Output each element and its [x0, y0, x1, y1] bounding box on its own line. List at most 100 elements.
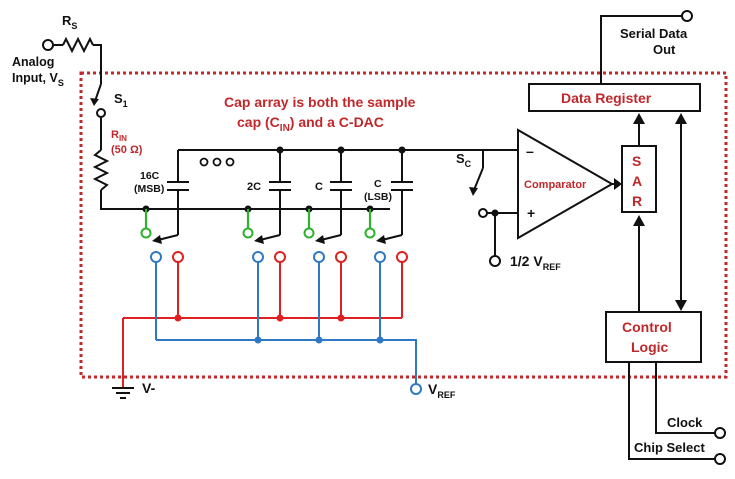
comparator-minus: –	[526, 143, 534, 159]
chip-select-label: Chip Select	[634, 440, 705, 455]
sc-blade	[473, 167, 484, 191]
rin-label: RIN	[111, 129, 127, 143]
chip-boundary	[79, 71, 728, 379]
control-logic-label: Control	[622, 319, 672, 335]
sc-contact	[478, 208, 488, 218]
data-register-block: Data Register Serial Data Out	[528, 10, 701, 311]
serial-out-wire	[600, 15, 682, 84]
comparator-plus: +	[527, 205, 535, 221]
analog-input-terminal	[42, 39, 54, 51]
sc-arrow	[469, 187, 478, 196]
blue-junction-2c	[254, 336, 262, 344]
cap-array-note-line2: cap (CIN) and a C-DAC	[237, 114, 384, 134]
vminus-bus: V-	[112, 251, 408, 399]
dot-right	[225, 157, 235, 167]
analog-input-label: Analog	[12, 55, 54, 69]
analog-input-section: RS Analog Input, VS S1 RIN (50 Ω)	[12, 13, 390, 210]
blue-junction-lsb	[376, 336, 384, 344]
switch-c-contact	[303, 227, 315, 239]
blue-terminal-16c	[150, 251, 162, 263]
blade-c-arrow	[315, 235, 325, 244]
bottom-plate-switches	[140, 209, 403, 244]
comp-to-sar-arrow	[614, 178, 622, 190]
sc-label: SC	[456, 151, 472, 169]
dot-mid	[212, 157, 222, 167]
red-terminal-16c	[172, 251, 184, 263]
red-terminal-lsb	[396, 251, 408, 263]
clock-wire	[655, 362, 715, 434]
clock-label: Clock	[667, 415, 703, 430]
sar-box	[621, 145, 657, 213]
serial-out-label-2: Out	[653, 42, 676, 57]
data-register-label: Data Register	[561, 90, 652, 106]
control-to-sar-arrow	[633, 215, 645, 226]
half-vref-label: 1/2 VREF	[510, 253, 561, 272]
serial-out-label: Serial Data	[620, 26, 688, 41]
bidir-arrow-bottom	[675, 300, 687, 311]
junction-top-c	[337, 146, 345, 154]
blade-2c-arrow	[254, 235, 264, 244]
s1-contact	[96, 108, 106, 118]
s1-label: S1	[114, 91, 128, 109]
vref-label: VREF	[428, 381, 456, 400]
red-terminal-2c	[274, 251, 286, 263]
switch-lsb-contact	[364, 227, 376, 239]
control-logic-block: Control Logic Clock Chip Select	[605, 311, 726, 465]
cap-2c-label: 2C	[247, 181, 261, 193]
blade-lsb-arrow	[376, 235, 386, 244]
blue-horizontal	[156, 339, 417, 384]
serial-out-terminal	[681, 10, 693, 22]
cap-c-label: C	[315, 181, 323, 193]
sar-block: S A R	[621, 113, 657, 312]
junction-top-lsb	[398, 146, 406, 154]
rs-label: RS	[62, 13, 77, 31]
vminus-label: V-	[142, 380, 156, 396]
ground-symbol	[112, 387, 134, 399]
sar-letter-s: S	[632, 153, 641, 169]
red-junction-16c	[174, 314, 182, 322]
blue-terminal-lsb	[374, 251, 386, 263]
sar-letter-a: A	[632, 173, 642, 189]
blade-2c	[259, 234, 281, 241]
switch-16c-contact	[140, 227, 152, 239]
blade-lsb	[381, 234, 403, 241]
blue-terminal-c	[313, 251, 325, 263]
rs-to-s1-wire	[93, 44, 102, 84]
half-vref-terminal	[489, 255, 501, 267]
cap-lsb-label: C	[374, 178, 382, 190]
red-junction-2c	[276, 314, 284, 322]
cap-lsb-lsb-label: (LSB)	[364, 191, 392, 203]
blade-16c	[157, 234, 179, 241]
comparator-triangle	[517, 128, 615, 240]
switch-2c-contact	[242, 227, 254, 239]
data-register-box	[528, 83, 701, 112]
blade-c	[320, 234, 342, 241]
clock-terminal	[714, 427, 726, 439]
vref-terminal	[410, 383, 422, 395]
bidir-arrow-top	[675, 113, 687, 124]
blue-terminal-2c	[252, 251, 264, 263]
rin-value-label: (50 Ω)	[111, 144, 143, 156]
sar-to-register-arrow	[633, 113, 645, 124]
control-logic-label-2: Logic	[631, 339, 669, 355]
blade-16c-arrow	[152, 235, 162, 244]
red-junction-c	[337, 314, 345, 322]
junction-top-2c	[276, 146, 284, 154]
vref-bus: VREF	[150, 251, 456, 400]
sar-letter-r: R	[632, 193, 642, 209]
rs-resistor	[62, 36, 94, 54]
cap-16c-msb-label: (MSB)	[134, 183, 164, 195]
cap-16c-label: 16C	[140, 170, 160, 182]
s1-arrow	[90, 98, 99, 106]
chip-select-terminal	[714, 453, 726, 465]
rin-resistor	[92, 149, 110, 191]
blue-junction-c	[315, 336, 323, 344]
dot-left	[199, 157, 209, 167]
chip-select-wire	[628, 362, 715, 460]
comparator-label: Comparator	[524, 179, 587, 191]
control-logic-box	[605, 311, 702, 363]
red-terminal-c	[335, 251, 347, 263]
cap-array-note-line1: Cap array is both the sample	[224, 94, 416, 110]
analog-input-label-2: Input, VS	[12, 71, 64, 88]
